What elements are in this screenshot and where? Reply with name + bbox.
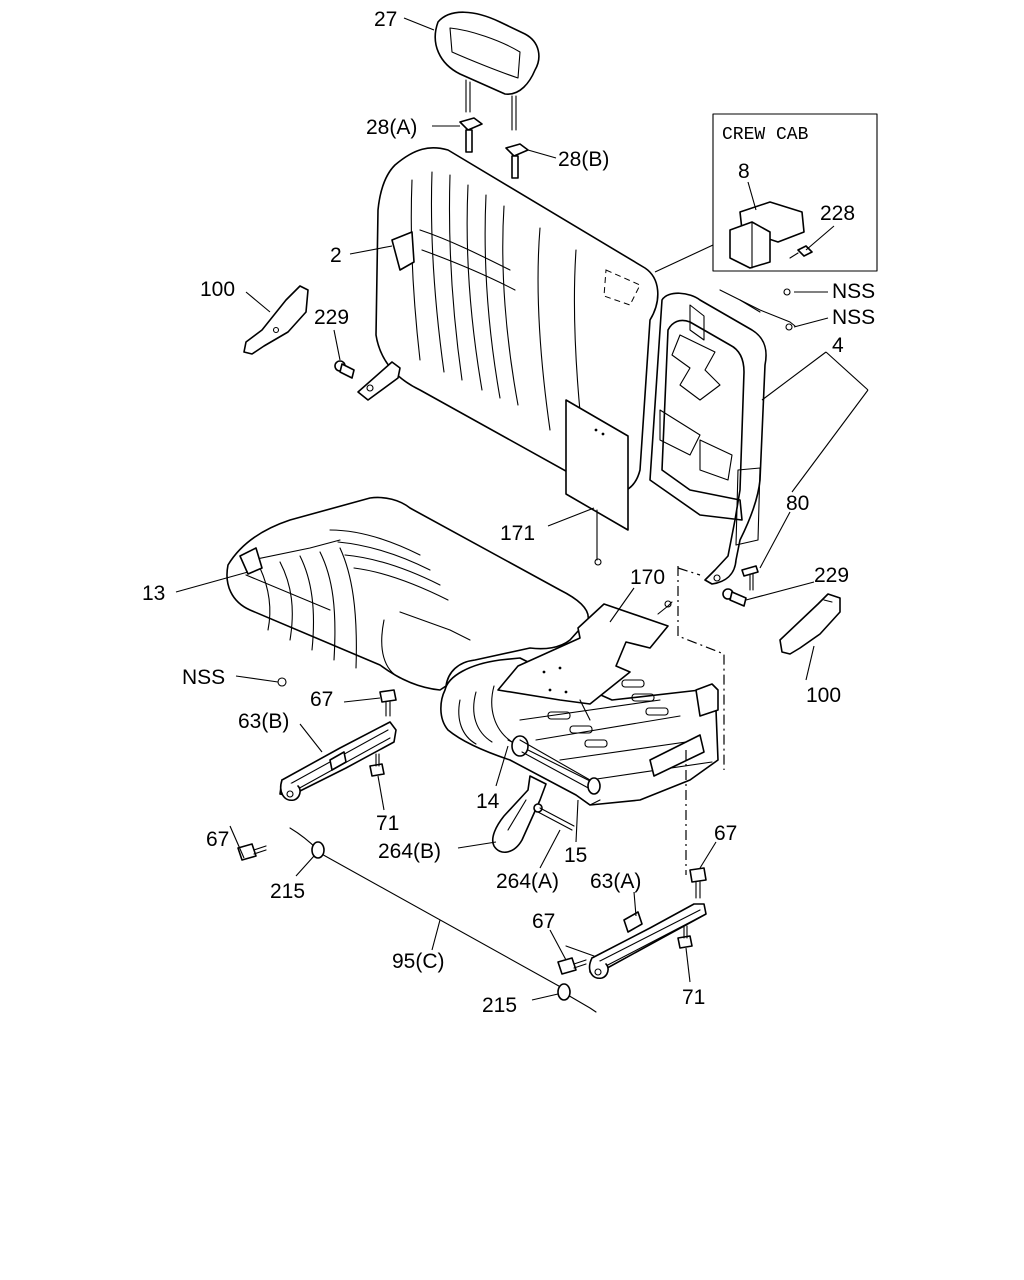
bracket-100-right — [779, 593, 841, 655]
label-nss-top-1: NSS — [832, 280, 875, 303]
bolt-67-upper-left — [379, 689, 397, 717]
bolt-67-right-lower — [557, 957, 587, 975]
label-171: 171 — [500, 522, 535, 545]
nss-clip-2 — [785, 323, 793, 331]
label-100-right: 100 — [806, 684, 841, 707]
label-264a: 264(A) — [496, 870, 559, 893]
label-67-right-lower: 67 — [532, 910, 555, 933]
assembly-line-1 — [677, 566, 725, 770]
headrest-guide-a — [459, 117, 483, 153]
bolt-80 — [741, 565, 759, 591]
label-27: 27 — [374, 8, 397, 31]
seat-back-frame — [649, 292, 767, 585]
headrest-8-part — [729, 221, 771, 269]
crew-cab-title: CREW CAB — [722, 125, 809, 145]
seat-cushion-frame — [440, 657, 719, 806]
crew-cab-box — [712, 113, 878, 272]
label-63b: 63(B) — [238, 710, 289, 733]
nss-clip-left — [277, 677, 287, 687]
callout-labels: 27 28(A) 28(B) 2 100 229 8 228 NSS NSS 4… — [142, 8, 875, 1017]
seat-slide-a — [565, 903, 707, 980]
nss-clip-1 — [783, 288, 791, 296]
seat-back-cover — [375, 147, 659, 494]
bolt-67-right-upper — [689, 867, 707, 899]
label-nss-left: NSS — [182, 666, 225, 689]
label-14: 14 — [476, 790, 500, 813]
label-15: 15 — [564, 844, 587, 867]
label-nss-top-2: NSS — [832, 306, 875, 329]
label-8: 8 — [738, 160, 750, 183]
label-4: 4 — [832, 334, 844, 357]
label-67-upper-left: 67 — [310, 688, 333, 711]
strap-264b — [491, 775, 547, 853]
cushion-pad — [497, 603, 669, 721]
bolt-229-right — [722, 588, 747, 607]
bracket-100-left — [243, 285, 309, 355]
label-170: 170 — [630, 566, 665, 589]
label-28a: 28(A) — [366, 116, 417, 139]
label-264b: 264(B) — [378, 840, 441, 863]
label-100-left: 100 — [200, 278, 235, 301]
label-229-left: 229 — [314, 306, 349, 329]
label-215-upper: 215 — [270, 880, 305, 903]
crew-cab-inset: CREW CAB — [654, 113, 878, 273]
headrest — [434, 11, 540, 131]
bolt-71-left — [369, 753, 385, 777]
seat-back-hinge-bracket — [357, 361, 401, 401]
leader-lines — [175, 17, 869, 1001]
label-95c: 95(C) — [392, 950, 445, 973]
label-80: 80 — [786, 492, 809, 515]
bolt-67-lower-left — [237, 843, 267, 861]
headrest-guide-b — [505, 143, 529, 179]
label-228: 228 — [820, 202, 855, 225]
label-67-right-upper: 67 — [714, 822, 737, 845]
label-215-lower: 215 — [482, 994, 517, 1017]
bolt-71-right — [677, 925, 693, 949]
label-67-lower-left: 67 — [206, 828, 229, 851]
seat-slide-b — [279, 721, 397, 802]
screw-228 — [797, 245, 813, 257]
label-2: 2 — [330, 244, 342, 267]
label-13: 13 — [142, 582, 165, 605]
seat-cushion-cover — [226, 496, 589, 691]
label-229-right: 229 — [814, 564, 849, 587]
washer-215-lower — [557, 983, 571, 1001]
label-71-left: 71 — [376, 812, 399, 835]
label-63a: 63(A) — [590, 870, 641, 893]
label-71-right: 71 — [682, 986, 705, 1009]
label-28b: 28(B) — [558, 148, 609, 171]
washer-215-upper — [311, 841, 325, 859]
bolt-229-left — [334, 360, 355, 379]
bolt-264a — [533, 803, 575, 831]
seat-back-board — [565, 399, 629, 566]
